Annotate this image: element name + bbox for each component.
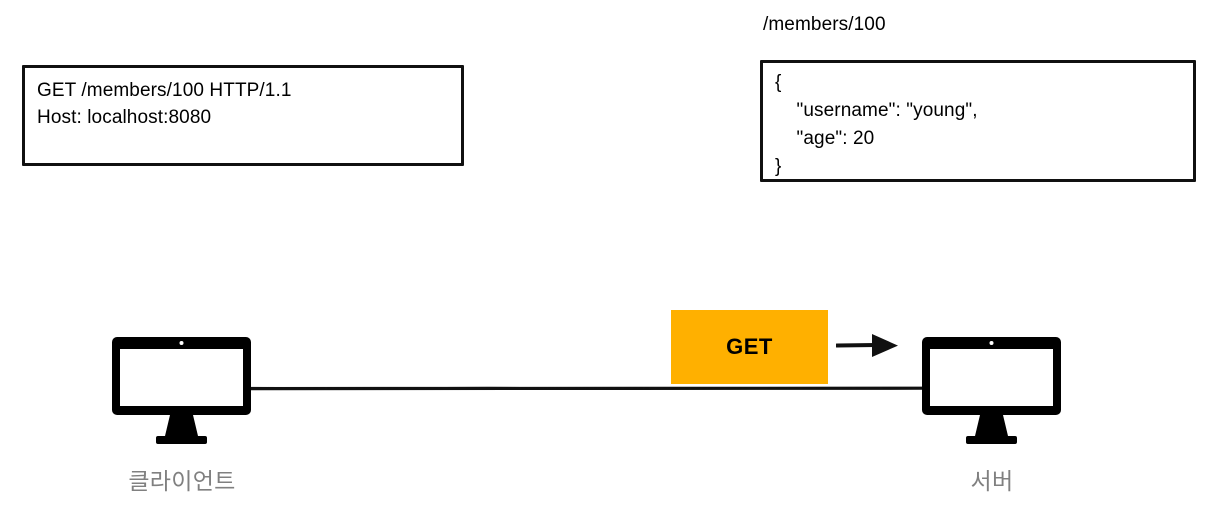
method-badge-get[interactable]: GET bbox=[671, 310, 828, 384]
connection-line bbox=[248, 386, 924, 391]
server-label: 서버 bbox=[970, 468, 1014, 494]
http-request-note: GET /members/100 HTTP/1.1 Host: localhos… bbox=[22, 65, 464, 166]
client-label: 클라이언트 bbox=[128, 468, 236, 494]
resource-path-label: /members/100 bbox=[763, 14, 886, 35]
http-response-body-note: { "username": "young", "age": 20 } bbox=[760, 60, 1196, 182]
http-response-body-text: { "username": "young", "age": 20 } bbox=[775, 72, 978, 177]
method-badge-label: GET bbox=[726, 334, 773, 359]
client-monitor-icon bbox=[112, 337, 251, 444]
request-arrow-icon bbox=[836, 334, 898, 357]
server-monitor-icon bbox=[922, 337, 1061, 444]
http-request-text: GET /members/100 HTTP/1.1 Host: localhos… bbox=[37, 80, 292, 128]
